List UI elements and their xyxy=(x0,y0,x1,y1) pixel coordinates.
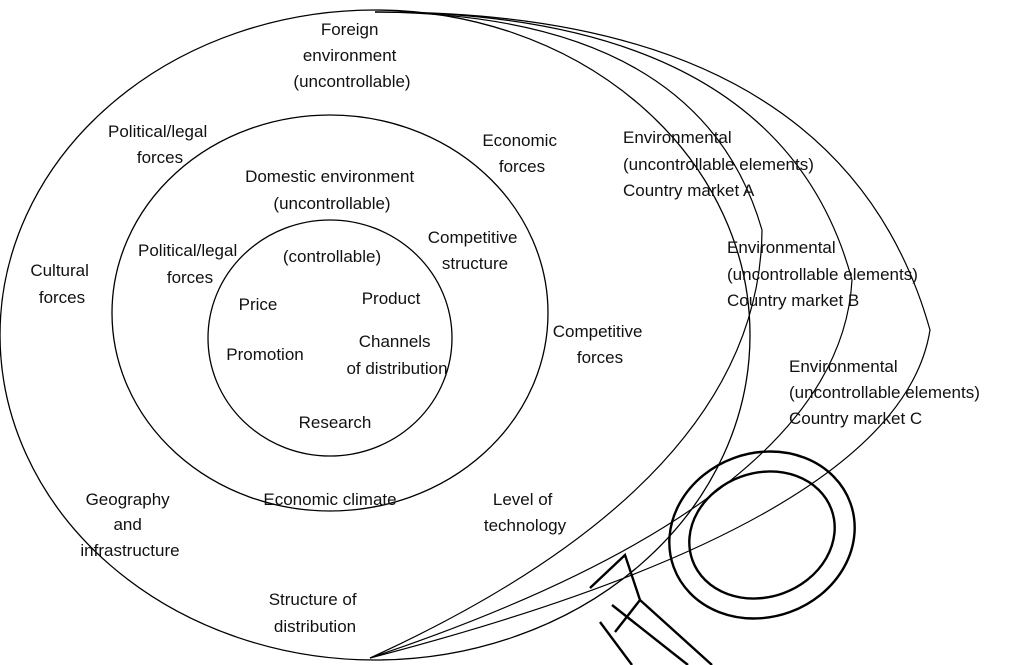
foreign-technology-label: Level of technology xyxy=(484,490,567,535)
foreign-title-line-3: (uncontrollable) xyxy=(293,72,410,91)
foreign-title-line-1: Foreign xyxy=(321,20,379,39)
product-label: Product xyxy=(362,289,421,308)
channels-label: Channels of distribution xyxy=(346,332,447,378)
domestic-environment-title: Domestic environment (uncontrollable) xyxy=(245,167,419,213)
foreign-cultural-label: Cultural forces xyxy=(30,261,93,307)
controllable-title: (controllable) xyxy=(283,247,381,266)
country-market-a-arc xyxy=(369,11,763,659)
country-market-a-label: Environmental (uncontrollable elements) … xyxy=(623,128,819,200)
foreign-competitive-label: Competitive forces xyxy=(553,322,648,367)
magnifying-glass-icon xyxy=(589,450,856,665)
foreign-distribution-label: Structure of distribution xyxy=(269,590,362,636)
foreign-environment-ring xyxy=(0,9,751,661)
foreign-environment-title: Foreign environment (uncontrollable) xyxy=(293,20,410,91)
promotion-label: Promotion xyxy=(226,345,303,364)
foreign-political-legal-label: Political/legal forces xyxy=(108,122,212,167)
domestic-environment-ring xyxy=(111,114,549,512)
foreign-geography-label: Geography and infrastructure xyxy=(80,490,179,560)
price-label: Price xyxy=(239,295,278,314)
domestic-competitive-structure-label: Competitive structure xyxy=(428,228,523,273)
country-market-b-label: Environmental (uncontrollable elements) … xyxy=(727,238,923,310)
domestic-economic-climate-label: Economic climate xyxy=(263,490,396,509)
country-market-c-arc xyxy=(369,11,931,659)
country-market-b-arc xyxy=(369,11,853,659)
foreign-title-line-2: environment xyxy=(303,46,397,65)
country-market-c-label: Environmental (uncontrollable elements) … xyxy=(789,357,985,428)
controllable-ring xyxy=(207,219,453,457)
research-label: Research xyxy=(299,413,372,432)
domestic-political-legal-label: Political/legal forces xyxy=(138,241,242,287)
foreign-economic-label: Economic forces xyxy=(482,131,561,176)
